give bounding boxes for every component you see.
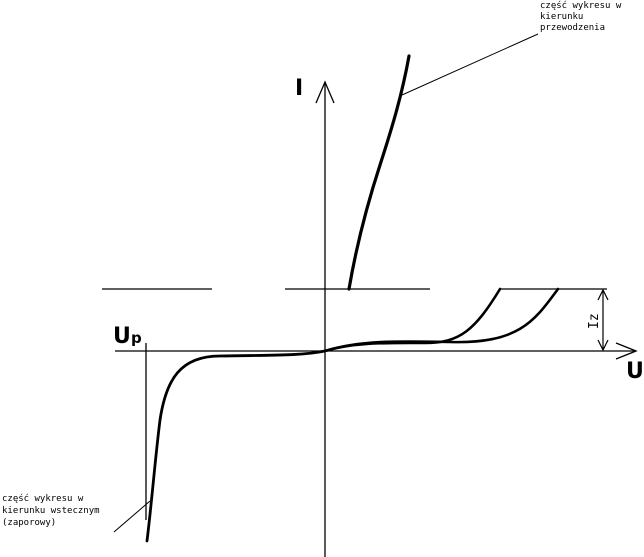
current-axis-arrowhead (315, 80, 335, 104)
characteristic-curve-2 (323, 287, 560, 353)
reverse-annotation-leader (113, 500, 151, 533)
svg-text:p: p (131, 329, 142, 347)
reverse-annotation-line-2: kierunku wstecznym (2, 506, 100, 516)
height-marker-label: Iz (587, 313, 602, 329)
breakdown-voltage-label: U p (113, 324, 142, 349)
forward-annotation-line-1: część wykresu w (540, 0, 622, 11)
reverse-characteristic-curve (145, 349, 327, 543)
forward-annotation-line-3: przewodzenia (540, 23, 605, 33)
voltage-axis-label: U (626, 359, 644, 384)
reverse-annotation-line-3: (zaporowy) (2, 518, 56, 528)
forward-annotation-line-2: kierunku (540, 12, 583, 22)
svg-text:U: U (113, 324, 131, 349)
forward-characteristic-curve (347, 54, 411, 291)
forward-annotation-leader (401, 33, 539, 96)
voltage-axis-arrowhead (615, 342, 638, 360)
voltage-axis (115, 342, 638, 360)
reverse-annotation: część wykresu w kierunku wstecznym (zapo… (2, 493, 105, 528)
reverse-annotation-line-1: część wykresu w (2, 493, 84, 504)
forward-annotation: część wykresu w kierunku przewodzenia (540, 0, 627, 33)
current-axis-label: I (295, 76, 303, 101)
height-marker (597, 288, 609, 352)
current-axis (315, 80, 335, 557)
